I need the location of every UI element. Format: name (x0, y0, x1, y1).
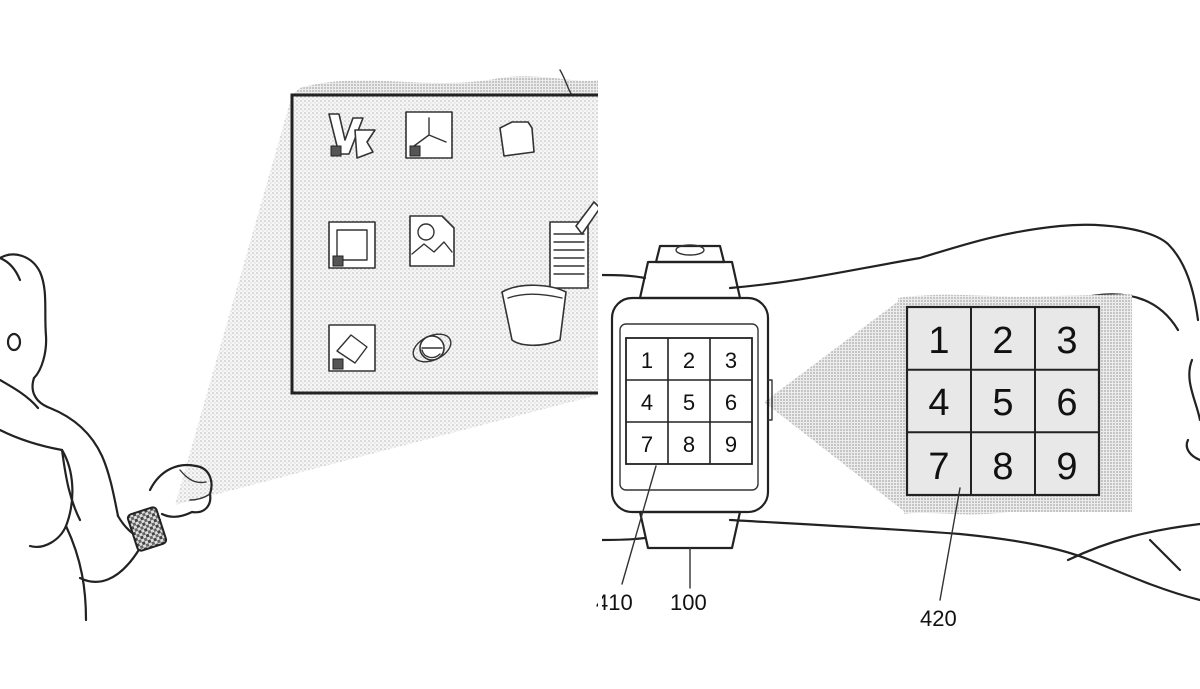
reference-label-100: 100 (670, 590, 707, 615)
projected-key-1: 1 (928, 320, 949, 362)
v3-app-icon (328, 113, 376, 159)
projected-key-2: 2 (992, 320, 1013, 362)
image-file-icon (409, 215, 455, 267)
watch-key-1: 1 (641, 348, 653, 373)
projected-key-4: 4 (928, 382, 949, 424)
watch-key-9: 9 (725, 432, 737, 457)
projected-key-7: 7 (928, 446, 949, 488)
projected-key-3: 3 (1056, 320, 1077, 362)
pinwheel-app-icon (405, 111, 453, 159)
left-panel (0, 69, 598, 622)
smartwatch (610, 244, 773, 550)
projected-key-9: 9 (1056, 446, 1077, 488)
reference-label-410: 410 (596, 590, 633, 615)
projected-key-6: 6 (1056, 382, 1077, 424)
photo-app-icon (328, 324, 376, 372)
watch-key-2: 2 (683, 348, 695, 373)
watch-key-8: 8 (683, 432, 695, 457)
projected-key-8: 8 (992, 446, 1013, 488)
watch-key-6: 6 (725, 390, 737, 415)
folder-icon (499, 121, 535, 157)
person-figure (0, 253, 213, 622)
internet-explorer-icon (412, 333, 452, 363)
watch-key-3: 3 (725, 348, 737, 373)
reference-label-420: 420 (920, 606, 957, 631)
watch-key-5: 5 (683, 390, 695, 415)
document-icon (549, 201, 598, 289)
right-panel: 1 2 3 4 5 6 7 8 9 1 2 3 4 5 (596, 223, 1200, 631)
watch-key-4: 4 (641, 390, 653, 415)
recycle-bin-icon (501, 284, 567, 347)
wristwatch (126, 506, 168, 552)
panel-divider (598, 0, 602, 689)
watch-key-7: 7 (641, 432, 653, 457)
projected-key-5: 5 (992, 382, 1013, 424)
square-app-icon (328, 221, 376, 269)
projected-keypad: 1 2 3 4 5 6 7 8 9 (905, 305, 1101, 497)
watch-keypad: 1 2 3 4 5 6 7 8 9 (625, 337, 753, 465)
